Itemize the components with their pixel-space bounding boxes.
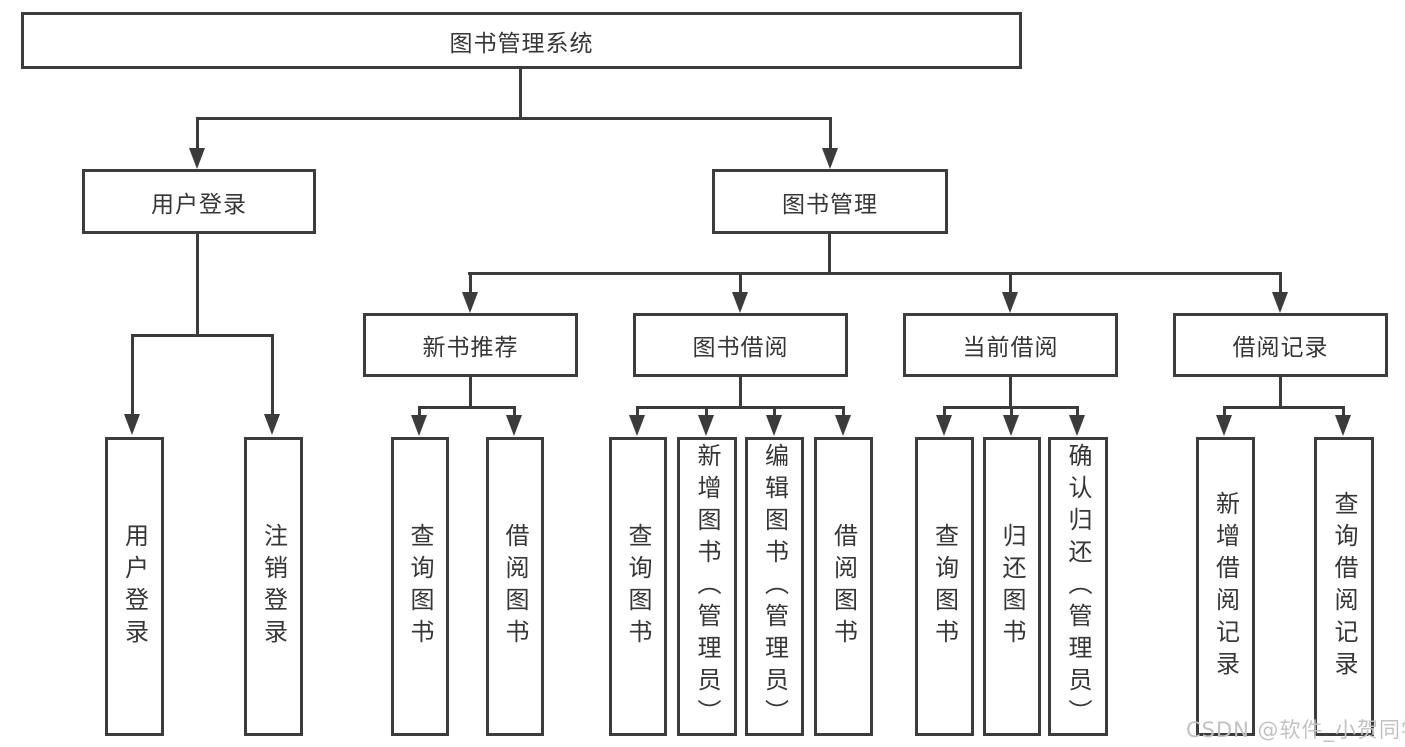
leaf-label: 确认归还（管理员） — [1064, 442, 1092, 731]
connector-line — [519, 66, 522, 119]
leaf-add-borrow-record: 新增借阅记录 — [1196, 437, 1255, 736]
connector-line — [739, 376, 742, 408]
connector-line — [1342, 406, 1345, 417]
connector-line — [271, 334, 274, 416]
arrow-down-icon — [936, 415, 952, 436]
arrow-down-icon — [411, 415, 427, 436]
leaf-label: 查询借阅记录 — [1330, 490, 1358, 683]
arrow-down-icon — [1003, 415, 1019, 436]
connector-line — [943, 406, 946, 417]
leaf-edit-books-admin: 编辑图书（管理员） — [745, 437, 804, 736]
leaf-label: 查询图书 — [406, 522, 434, 651]
arrow-down-icon — [264, 414, 280, 435]
leaf-label: 借阅图书 — [829, 522, 858, 651]
node-borrowing-records: 借阅记录 — [1173, 313, 1388, 377]
leaf-label: 编辑图书（管理员） — [760, 442, 789, 731]
connector-line — [636, 406, 639, 417]
arrow-down-icon — [1069, 415, 1085, 436]
arrow-down-icon — [189, 148, 205, 169]
leaf-label: 借阅图书 — [501, 522, 529, 651]
connector-line — [1010, 406, 1013, 417]
arrow-down-icon — [506, 415, 522, 436]
connector-line — [1009, 272, 1012, 294]
connector-line — [418, 406, 516, 409]
leaf-label: 查询图书 — [624, 522, 652, 651]
arrow-down-icon — [835, 415, 851, 436]
connector-line — [131, 334, 134, 416]
arrow-down-icon — [1002, 292, 1018, 313]
connector-line — [1223, 406, 1226, 417]
connector-line — [469, 376, 472, 408]
csdn-watermark: CSDN @软件_小贺同学 — [1186, 718, 1405, 742]
connector-line — [829, 117, 832, 150]
leaf-confirm-return-admin: 确认归还（管理员） — [1048, 437, 1108, 736]
connector-line — [196, 117, 832, 120]
leaf-query-borrow-record: 查询借阅记录 — [1314, 437, 1374, 736]
arrow-down-icon — [822, 148, 838, 169]
arrow-down-icon — [732, 292, 748, 313]
connector-line — [513, 406, 516, 417]
node-user-login: 用户登录 — [82, 169, 316, 234]
connector-line — [196, 117, 199, 150]
leaf-label: 新增借阅记录 — [1211, 490, 1240, 683]
leaf-logout: 注销登录 — [244, 437, 303, 736]
connector-line — [828, 233, 831, 275]
leaf-query-books-current: 查询图书 — [915, 437, 974, 736]
node-current-borrowing: 当前借阅 — [903, 313, 1118, 377]
connector-line — [418, 406, 421, 417]
connector-line — [1009, 376, 1012, 408]
connector-line — [705, 406, 708, 417]
leaf-return-books: 归还图书 — [983, 437, 1041, 736]
node-library-management-system: 图书管理系统 — [21, 12, 1022, 69]
arrow-down-icon — [1335, 415, 1351, 436]
arrow-down-icon — [462, 292, 478, 313]
arrow-down-icon — [124, 414, 140, 435]
node-new-book-recommend: 新书推荐 — [363, 313, 578, 377]
arrow-down-icon — [766, 415, 782, 436]
connector-line — [1223, 406, 1345, 409]
connector-line — [739, 272, 742, 294]
node-book-management: 图书管理 — [712, 169, 948, 234]
connector-line — [1279, 272, 1282, 294]
leaf-label: 新增图书（管理员） — [693, 442, 721, 731]
leaf-label: 查询图书 — [930, 522, 959, 651]
connector-line — [773, 406, 776, 417]
arrow-down-icon — [1272, 292, 1288, 313]
connector-line — [131, 334, 273, 337]
connector-line — [468, 272, 1282, 275]
leaf-label: 归还图书 — [998, 522, 1026, 651]
leaf-add-books-admin: 新增图书（管理员） — [677, 437, 737, 736]
connector-line — [1076, 406, 1079, 417]
leaf-borrow-books-borrowing: 借阅图书 — [814, 437, 873, 736]
leaf-label: 注销登录 — [259, 522, 288, 651]
leaf-query-books-borrowing: 查询图书 — [609, 437, 667, 736]
connector-line — [196, 233, 199, 336]
connector-line — [842, 406, 845, 417]
leaf-borrow-books-recommend: 借阅图书 — [486, 437, 544, 736]
node-book-borrowing: 图书借阅 — [633, 313, 848, 377]
arrow-down-icon — [1216, 415, 1232, 436]
connector-line — [1279, 376, 1282, 408]
leaf-label: 用户登录 — [120, 522, 149, 651]
connector-line — [469, 272, 472, 294]
leaf-user-login: 用户登录 — [105, 437, 164, 736]
leaf-query-books-recommend: 查询图书 — [391, 437, 449, 736]
arrow-down-icon — [629, 415, 645, 436]
arrow-down-icon — [698, 415, 714, 436]
connector-line — [636, 406, 845, 409]
